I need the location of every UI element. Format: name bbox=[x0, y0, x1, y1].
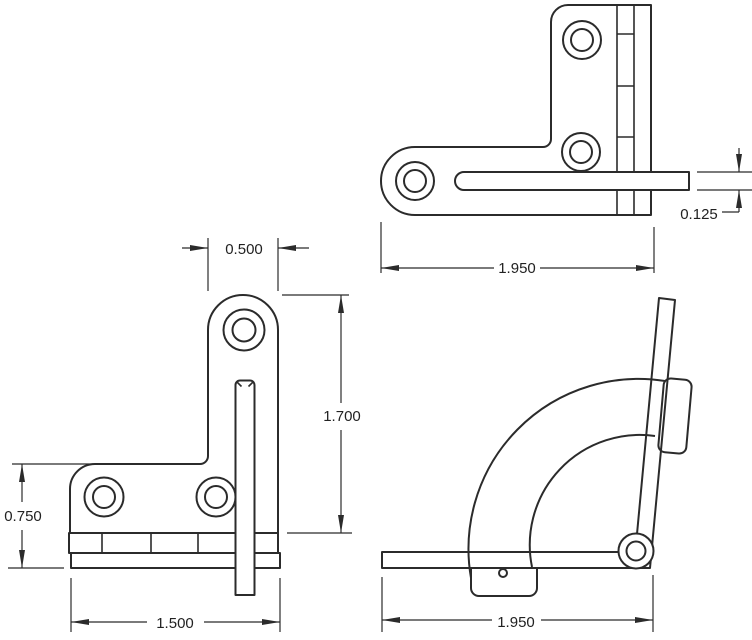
dimension-label-arm-width: 0.500 bbox=[225, 241, 263, 258]
arrowhead bbox=[635, 617, 653, 623]
dimension-base-width: 1.500 bbox=[70, 578, 281, 632]
dimension-arm-width: 0.500 bbox=[182, 238, 309, 291]
dimension-base-height: 0.750 bbox=[4, 463, 98, 569]
arrowhead bbox=[636, 265, 654, 271]
pin-tab-bar bbox=[234, 379, 256, 596]
arrowhead bbox=[19, 550, 25, 568]
hinge-pin bbox=[454, 171, 690, 191]
swing-arc-inner bbox=[528, 433, 656, 568]
moving-leaf bbox=[636, 297, 676, 569]
counterbore-hole bbox=[570, 28, 594, 52]
arrowhead bbox=[19, 464, 25, 482]
arrowhead bbox=[736, 154, 742, 172]
arrowhead bbox=[262, 619, 280, 625]
dimension-label-base-width: 1.500 bbox=[156, 615, 194, 632]
counterbore-hole bbox=[569, 140, 593, 164]
side-motion-view: 1.950 bbox=[381, 297, 693, 632]
part-outline bbox=[69, 294, 279, 534]
base-leaf bbox=[70, 552, 281, 569]
arrowhead bbox=[736, 190, 742, 208]
arrowhead bbox=[71, 619, 89, 625]
front-view: 0.500 1.700 0.750 bbox=[4, 238, 361, 632]
counterbore-hole bbox=[231, 317, 257, 343]
fixed-leaf bbox=[381, 551, 650, 569]
tab-hole bbox=[498, 568, 508, 578]
dimension-label-side-width: 1.950 bbox=[497, 614, 535, 631]
dimension-height: 1.700 bbox=[282, 294, 361, 534]
dimension-label-pin-thickness: 0.125 bbox=[680, 206, 718, 223]
counterbore-hole bbox=[92, 485, 116, 509]
arrowhead bbox=[338, 295, 344, 313]
counterbore-hole bbox=[403, 169, 427, 193]
dimension-label-height: 1.700 bbox=[323, 408, 361, 425]
arrowhead bbox=[381, 265, 399, 271]
counterbore-hole bbox=[204, 485, 228, 509]
dimension-label-base-height: 0.750 bbox=[4, 508, 42, 525]
mounting-tab-open bbox=[657, 377, 693, 455]
arrowhead bbox=[278, 245, 296, 251]
chamfer-tick bbox=[247, 380, 255, 388]
chamfer-tick bbox=[235, 380, 243, 388]
pivot-pin-hole bbox=[625, 540, 647, 562]
dimension-side-width: 1.950 bbox=[381, 575, 654, 632]
arrowhead bbox=[190, 245, 208, 251]
arrowhead bbox=[338, 515, 344, 533]
swing-arc-outer bbox=[467, 377, 666, 579]
mounting-tab-closed bbox=[470, 568, 538, 597]
dimension-top-width: 1.950 bbox=[380, 222, 655, 277]
top-view: 1.950 0.125 bbox=[380, 4, 752, 277]
dimension-pin-thickness: 0.125 bbox=[680, 148, 752, 223]
dimension-label-top-width: 1.950 bbox=[498, 260, 536, 277]
arrowhead bbox=[382, 617, 400, 623]
